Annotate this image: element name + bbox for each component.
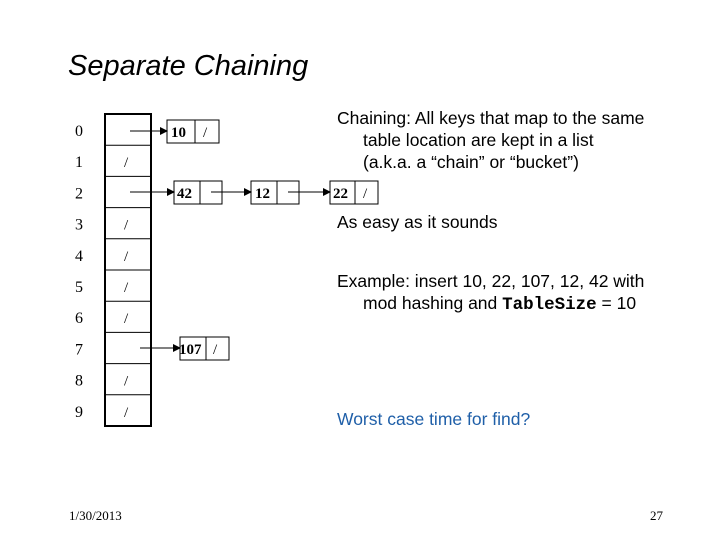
chaining-line-3: (a.k.a. a “chain” or “bucket”) — [363, 152, 579, 172]
list-node-10 — [166, 119, 220, 144]
slot-index: 1 — [75, 154, 83, 171]
worst-case-question: Worst case time for find? — [337, 409, 531, 429]
empty-slot-marker: / — [124, 374, 129, 390]
slot-index: 6 — [75, 310, 83, 327]
node-value-10: 10 — [171, 125, 186, 141]
null-pointer: / — [213, 342, 218, 358]
slide-date: 1/30/2013 — [69, 508, 122, 523]
empty-slot-marker: / — [124, 249, 129, 265]
null-pointer: / — [363, 186, 368, 202]
example-line-2-prefix: mod hashing and — [363, 293, 503, 313]
example-line-1: Example: insert 10, 22, 107, 12, 42 with — [337, 271, 645, 291]
list-node-22 — [329, 180, 379, 205]
slot-index: 8 — [75, 373, 83, 390]
slot-index: 0 — [75, 123, 83, 140]
slot-index: 9 — [75, 404, 83, 421]
example-line-2-suffix: = 10 — [596, 293, 637, 313]
easy-note: As easy as it sounds — [337, 212, 498, 232]
empty-slot-marker: / — [124, 311, 129, 327]
empty-slot-marker: / — [124, 155, 129, 171]
node-value-42: 42 — [177, 186, 192, 202]
example-line-2: mod hashing and TableSize = 10 — [337, 292, 644, 316]
node-value-12: 12 — [255, 186, 270, 202]
chaining-line-1: Chaining: All keys that map to the same — [337, 108, 645, 128]
node-value-22: 22 — [333, 186, 348, 202]
empty-slot-marker: / — [124, 405, 129, 421]
null-pointer: / — [203, 125, 208, 141]
slot-index: 4 — [75, 248, 83, 265]
slide-title: Separate Chaining — [68, 50, 309, 82]
slot-index: 5 — [75, 279, 83, 296]
chaining-line-2: table location are kept in a list — [363, 130, 594, 150]
empty-slot-marker: / — [124, 280, 129, 296]
slot-index: 2 — [75, 185, 83, 202]
list-node-107 — [179, 336, 230, 361]
slot-index: 7 — [75, 341, 83, 358]
example-description: Example: insert 10, 22, 107, 12, 42 with… — [337, 270, 644, 316]
empty-slot-marker: / — [124, 218, 129, 234]
chaining-description: Chaining: All keys that map to the same … — [337, 107, 644, 173]
slot-index: 3 — [75, 217, 83, 234]
node-value-107: 107 — [179, 342, 202, 358]
slide-page-number: 27 — [650, 508, 663, 523]
table-size-code: TableSize — [502, 295, 597, 315]
